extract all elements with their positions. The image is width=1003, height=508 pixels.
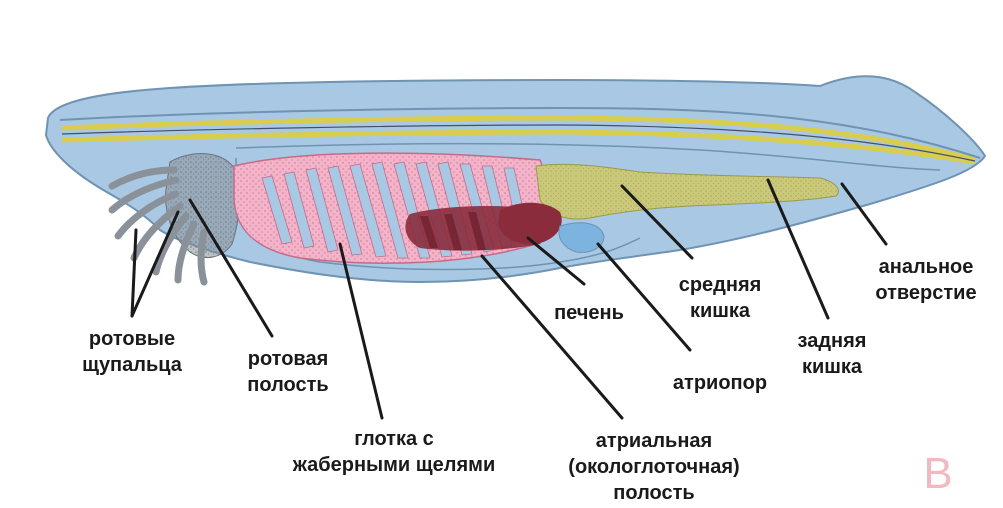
- label-pharynx: глотка с жаберными щелями: [292, 428, 496, 476]
- label-midgut: средняя кишка: [678, 274, 762, 322]
- oral-tentacles-drawing: [108, 166, 208, 286]
- pointer-tentacles-2: [130, 210, 180, 318]
- pointer-pharynx: [338, 242, 384, 420]
- pointer-oral-cavity: [188, 198, 274, 338]
- label-oral-tentacles: ротовые щупальца: [82, 328, 182, 376]
- notochord-stripe-upper: [61, 115, 976, 163]
- notochord-edge: [61, 124, 976, 162]
- label-oral-cavity: ротовая полость: [247, 348, 329, 396]
- pointer-atriopore: [596, 242, 692, 352]
- label-atrial-cavity: атриальная (окологлоточная) полость: [568, 430, 740, 504]
- label-hindgut: задняя кишка: [797, 330, 867, 378]
- liver-diverticulum: [498, 202, 562, 245]
- pointer-tentacles-1: [130, 228, 138, 318]
- oral-cavity-fill: [165, 153, 240, 258]
- label-anus: анальное отверстие: [875, 256, 977, 304]
- dorsal-fin-line: [59, 106, 981, 159]
- pointer-midgut: [620, 184, 694, 260]
- pointer-anus: [840, 182, 888, 246]
- notochord-stripe-lower: [61, 129, 976, 165]
- pointer-hindgut: [766, 178, 830, 320]
- label-atriopore: атриопор: [672, 372, 768, 394]
- watermark-logo: В: [923, 449, 953, 498]
- pointer-atrial-cavity: [480, 254, 624, 420]
- gill-slits-over-liver: [420, 212, 486, 250]
- label-liver: печень: [554, 302, 624, 324]
- pointer-liver: [526, 236, 586, 286]
- ventral-fin-line: [235, 142, 941, 171]
- midgut-texture: [536, 164, 839, 220]
- atriopore-shape: [558, 222, 605, 253]
